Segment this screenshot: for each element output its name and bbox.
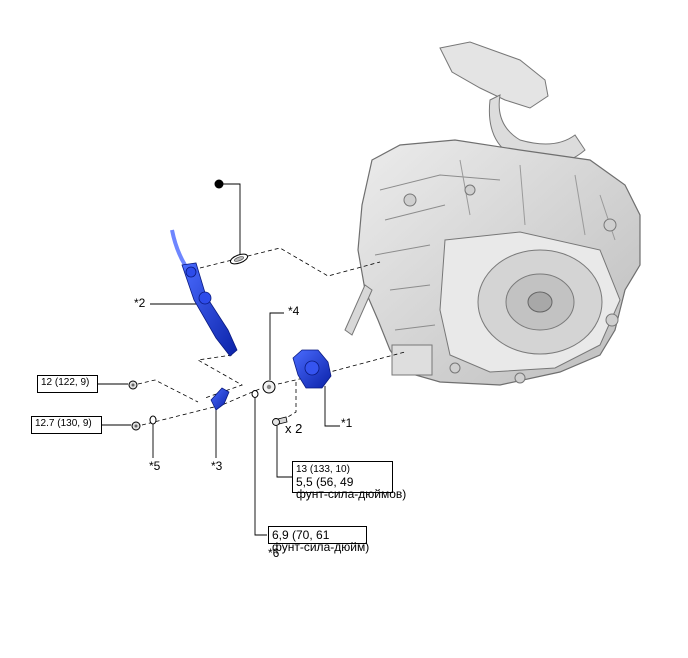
- torque-value-unit: фунт-сила-дюйм): [272, 540, 370, 554]
- torque-value-nm: 13 (133, 10): [296, 464, 350, 475]
- hardware-items: [128, 380, 288, 431]
- callout-part-2: *2: [134, 296, 146, 310]
- washer-icon: [149, 415, 157, 425]
- torque-value: 12 (122, 9): [41, 377, 90, 388]
- torque-value-unit: фунт-сила-дюймов): [296, 487, 407, 501]
- washer-icon: [251, 390, 259, 398]
- callout-part-3: *3: [211, 459, 223, 473]
- torque-spec-nut-upper: 12 (122, 9): [37, 375, 98, 393]
- torque-spec-nut-lower: 12.7 (130, 9): [31, 416, 102, 434]
- callout-part-4: *4: [288, 304, 300, 318]
- nut-icon: [128, 380, 138, 390]
- callout-part-6: *6: [268, 546, 280, 560]
- non-reusable-part-dot: [214, 179, 224, 189]
- transmission-assembly: [344, 41, 641, 386]
- torque-spec-washer: 6,9 (70, 61 фунт-сила-дюйм): [268, 526, 369, 553]
- quantity-label: x 2: [285, 421, 303, 436]
- nut-icon: [131, 421, 141, 431]
- torque-value-kgf: 5,5 (56, 49: [296, 475, 354, 489]
- switch-part-1: [292, 349, 332, 389]
- bolt-icon: [272, 416, 288, 426]
- bracket-part-3: [210, 387, 230, 411]
- torque-value-nm: 6,9 (70, 61: [272, 528, 330, 542]
- sensor-cable-part-2: [170, 229, 238, 357]
- torque-spec-bolt: 13 (133, 10) 5,5 (56, 49 фунт-сила-дюймо…: [292, 461, 406, 500]
- lock-washer-icon: [262, 380, 276, 394]
- torque-value: 12.7 (130, 9): [35, 418, 92, 429]
- callout-part-5: *5: [149, 459, 161, 473]
- clip-ring: [229, 253, 249, 265]
- callout-part-1: *1: [341, 416, 353, 430]
